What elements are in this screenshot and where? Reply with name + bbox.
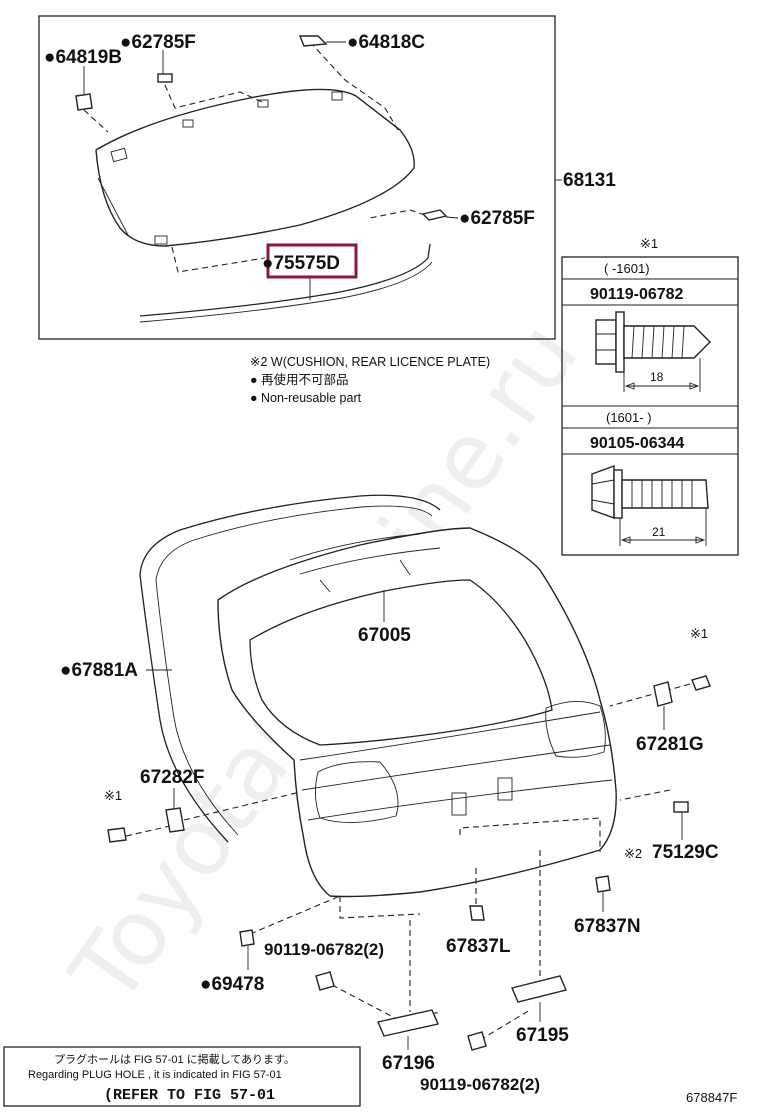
table-row1-part: 90119-06782: [590, 286, 684, 303]
table-row2-range: (1601- ): [606, 410, 652, 425]
back-door-panel: [217, 527, 617, 898]
highlight-box-75575D: [266, 243, 358, 279]
clip-64818C: [298, 35, 328, 47]
part-label-64818C: ●64818C: [347, 32, 425, 53]
part-label-90119-b: 90119-06782(2): [420, 1075, 540, 1094]
table-row2-part: 90105-06344: [590, 435, 684, 452]
glass-bracket-a: [110, 147, 128, 163]
screw-right-upper: [691, 675, 711, 691]
table-row2-dim: 21: [652, 525, 666, 539]
screw-90119-b: [467, 1031, 487, 1051]
clip-62785F-top: [157, 73, 173, 83]
guide-lines-door: [125, 683, 691, 1041]
bolt-90105-06344-drawing: [591, 465, 709, 546]
door-lower-detail: [299, 711, 613, 821]
part-label-67282F: 67282F: [140, 767, 204, 788]
leader-62785F-mid: [445, 216, 459, 219]
table-mark: ※1: [640, 236, 658, 251]
door-slot-b: [497, 777, 513, 801]
glass-bracket-b: [154, 235, 168, 245]
back-glass: [95, 88, 415, 247]
door-weatherstrip-inner: [155, 505, 433, 836]
part-label-67281G: 67281G: [636, 734, 704, 755]
door-window-opening: [249, 579, 553, 746]
bracket-67196: [377, 1009, 439, 1037]
cushion-75129C: [673, 801, 689, 813]
part-label-67837N: 67837N: [574, 916, 641, 937]
mark-left-screw: ※1: [104, 788, 122, 803]
door-right-pocket: [545, 701, 606, 758]
glass-bracket-c: [182, 119, 194, 128]
door-left-pocket: [315, 761, 399, 823]
clip-62785F-mid: [421, 209, 448, 221]
glass-edge-left: [97, 177, 129, 236]
clip-67837N: [595, 875, 611, 893]
table-dividers: [562, 278, 738, 455]
note-non-reusable-jp: ● 再使用不可部品: [250, 372, 349, 387]
part-label-64819B: ●64819B: [44, 47, 122, 68]
footer-reference-box: [3, 1046, 361, 1107]
clip-67281G: [653, 681, 673, 707]
footer-line-jp: プラグホールは FIG 57-01 に掲載してあります。: [54, 1052, 295, 1066]
part-label-67881A: ●67881A: [60, 660, 138, 681]
part-label-69478: ●69478: [200, 974, 264, 995]
door-top-ribs: [289, 533, 441, 593]
part-label-67195: 67195: [516, 1025, 569, 1046]
part-label-67005: 67005: [358, 625, 411, 646]
part-label-62785F-mid: ●62785F: [459, 208, 535, 229]
note-non-reusable-en: ● Non-reusable part: [250, 391, 362, 405]
table-row1-dim: 18: [650, 370, 664, 384]
part-label-75575D[interactable]: ●75575D: [262, 253, 340, 274]
footer-line-refer: (REFER TO FIG 57-01: [104, 1087, 275, 1104]
part-label-67837L: 67837L: [446, 936, 511, 957]
mark-right-screw: ※1: [690, 626, 708, 641]
part-label-68131: 68131: [563, 170, 616, 191]
glass-inset-box: [38, 15, 556, 340]
part-label-90119-a: 90119-06782(2): [264, 940, 384, 959]
figure-id: 678847F: [686, 1090, 737, 1105]
door-weatherstrip: [139, 494, 441, 843]
table-row1-range: ( -1601): [604, 261, 650, 276]
clip-64819B: [75, 93, 93, 111]
bolt-90119-06782-drawing: [595, 311, 711, 392]
glass-bracket-d: [257, 99, 269, 108]
door-slot-a: [451, 792, 467, 816]
note-cushion: ※2 W(CUSHION, REAR LICENCE PLATE): [250, 355, 490, 369]
part-label-67196: 67196: [382, 1053, 435, 1074]
glass-bracket-e: [331, 91, 343, 101]
footer-line-en: Regarding PLUG HOLE , it is indicated in…: [28, 1069, 282, 1081]
clip-69478: [239, 929, 255, 947]
clip-67837L: [469, 905, 485, 921]
screw-left-67282F: [107, 827, 127, 843]
part-label-62785F-top: ●62785F: [120, 32, 196, 53]
part-label-75129C: 75129C: [652, 842, 719, 863]
screw-90119-a: [315, 971, 335, 991]
glass-weatherstrip-inner: [139, 261, 433, 323]
bracket-67195: [511, 975, 567, 1003]
glass-weatherstrip: [139, 243, 431, 317]
mark-75129C: ※2: [624, 846, 642, 861]
clip-67282F: [165, 807, 185, 833]
